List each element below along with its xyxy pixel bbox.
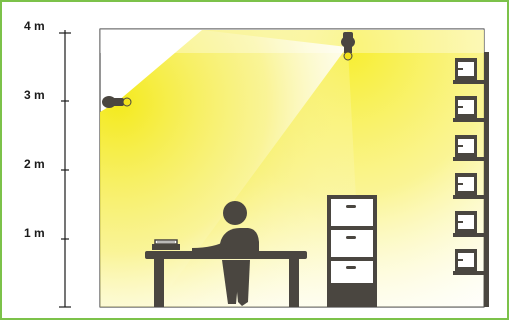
person-at-desk-icon bbox=[192, 201, 259, 306]
desk-icon bbox=[145, 251, 307, 307]
height-scale bbox=[59, 30, 71, 308]
scale-label-1m: 1 m bbox=[24, 226, 45, 240]
book-stack-icon bbox=[152, 239, 180, 250]
wall-light-beam bbox=[100, 30, 362, 307]
scale-label-4m: 4 m bbox=[24, 19, 45, 33]
filing-cabinet-icon bbox=[327, 195, 377, 307]
room-scene bbox=[59, 28, 489, 308]
wall-spot-light-icon bbox=[102, 96, 132, 108]
scale-label-3m: 3 m bbox=[24, 88, 45, 102]
wall-shelves-icon bbox=[453, 52, 489, 307]
scale-label-2m: 2 m bbox=[24, 157, 45, 171]
ceiling-spot-light-icon bbox=[341, 32, 355, 61]
